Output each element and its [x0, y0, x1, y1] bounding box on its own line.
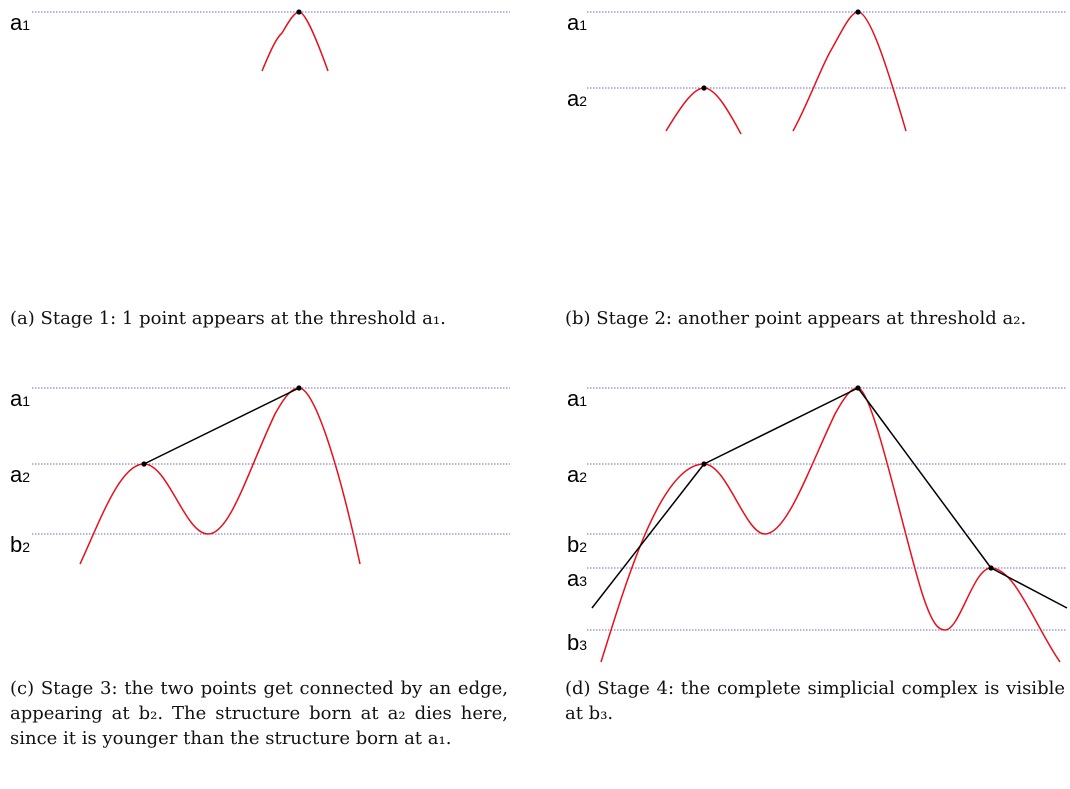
edge-a2-a1: [703, 387, 859, 465]
caption-d: (d) Stage 4: the complete simplicial com…: [565, 678, 1065, 724]
vertex-a1: [296, 9, 302, 15]
threshold-label-a1: a1: [10, 386, 30, 411]
threshold-label-a2: a2: [567, 86, 587, 111]
function-curve: [261, 11, 329, 72]
vertex-a1: [855, 9, 861, 15]
function-curve-right: [792, 11, 907, 132]
threshold-label-a2: a2: [10, 462, 30, 487]
threshold-label-a1: a1: [567, 10, 587, 35]
vertex-a2: [701, 461, 707, 467]
edge-a2-a1: [143, 387, 300, 465]
caption-c: (c) Stage 3: the two points get connecte…: [10, 678, 508, 749]
edge-left-arm: [591, 463, 705, 609]
caption-a: (a) Stage 1: 1 point appears at the thre…: [10, 308, 446, 329]
caption-b: (b) Stage 2: another point appears at th…: [565, 308, 1027, 329]
panel-c: a1 a2 b2: [0, 376, 515, 576]
threshold-label-a1: a1: [567, 386, 587, 411]
panel-a-diagram: a1: [10, 9, 510, 72]
vertex-a1: [855, 385, 861, 391]
panel-d: a1 a2 b2 a3 b3: [555, 376, 1070, 666]
threshold-label-b2: b2: [567, 532, 587, 557]
threshold-label-a2: a2: [567, 462, 587, 487]
panel-c-diagram: a1 a2 b2: [10, 385, 510, 565]
panel-b: a1 a2: [555, 0, 1070, 300]
threshold-label-a1: a1: [10, 10, 30, 35]
threshold-label-b2: b2: [10, 532, 30, 557]
threshold-label-b3: b3: [567, 630, 587, 655]
vertex-a2: [701, 85, 707, 91]
panel-b-diagram: a1 a2: [567, 9, 1067, 135]
function-curve: [600, 387, 1061, 663]
function-curve-left: [665, 87, 742, 135]
vertex-a3: [988, 565, 994, 571]
edge-right-arm: [990, 567, 1068, 609]
vertex-a2: [141, 461, 147, 467]
panel-a: a1: [0, 0, 515, 300]
function-curve: [79, 387, 361, 565]
vertex-a1: [296, 385, 302, 391]
panel-d-diagram: a1 a2 b2 a3 b3: [567, 385, 1068, 663]
threshold-label-a3: a3: [567, 566, 587, 591]
edge-a1-a3: [857, 387, 992, 569]
